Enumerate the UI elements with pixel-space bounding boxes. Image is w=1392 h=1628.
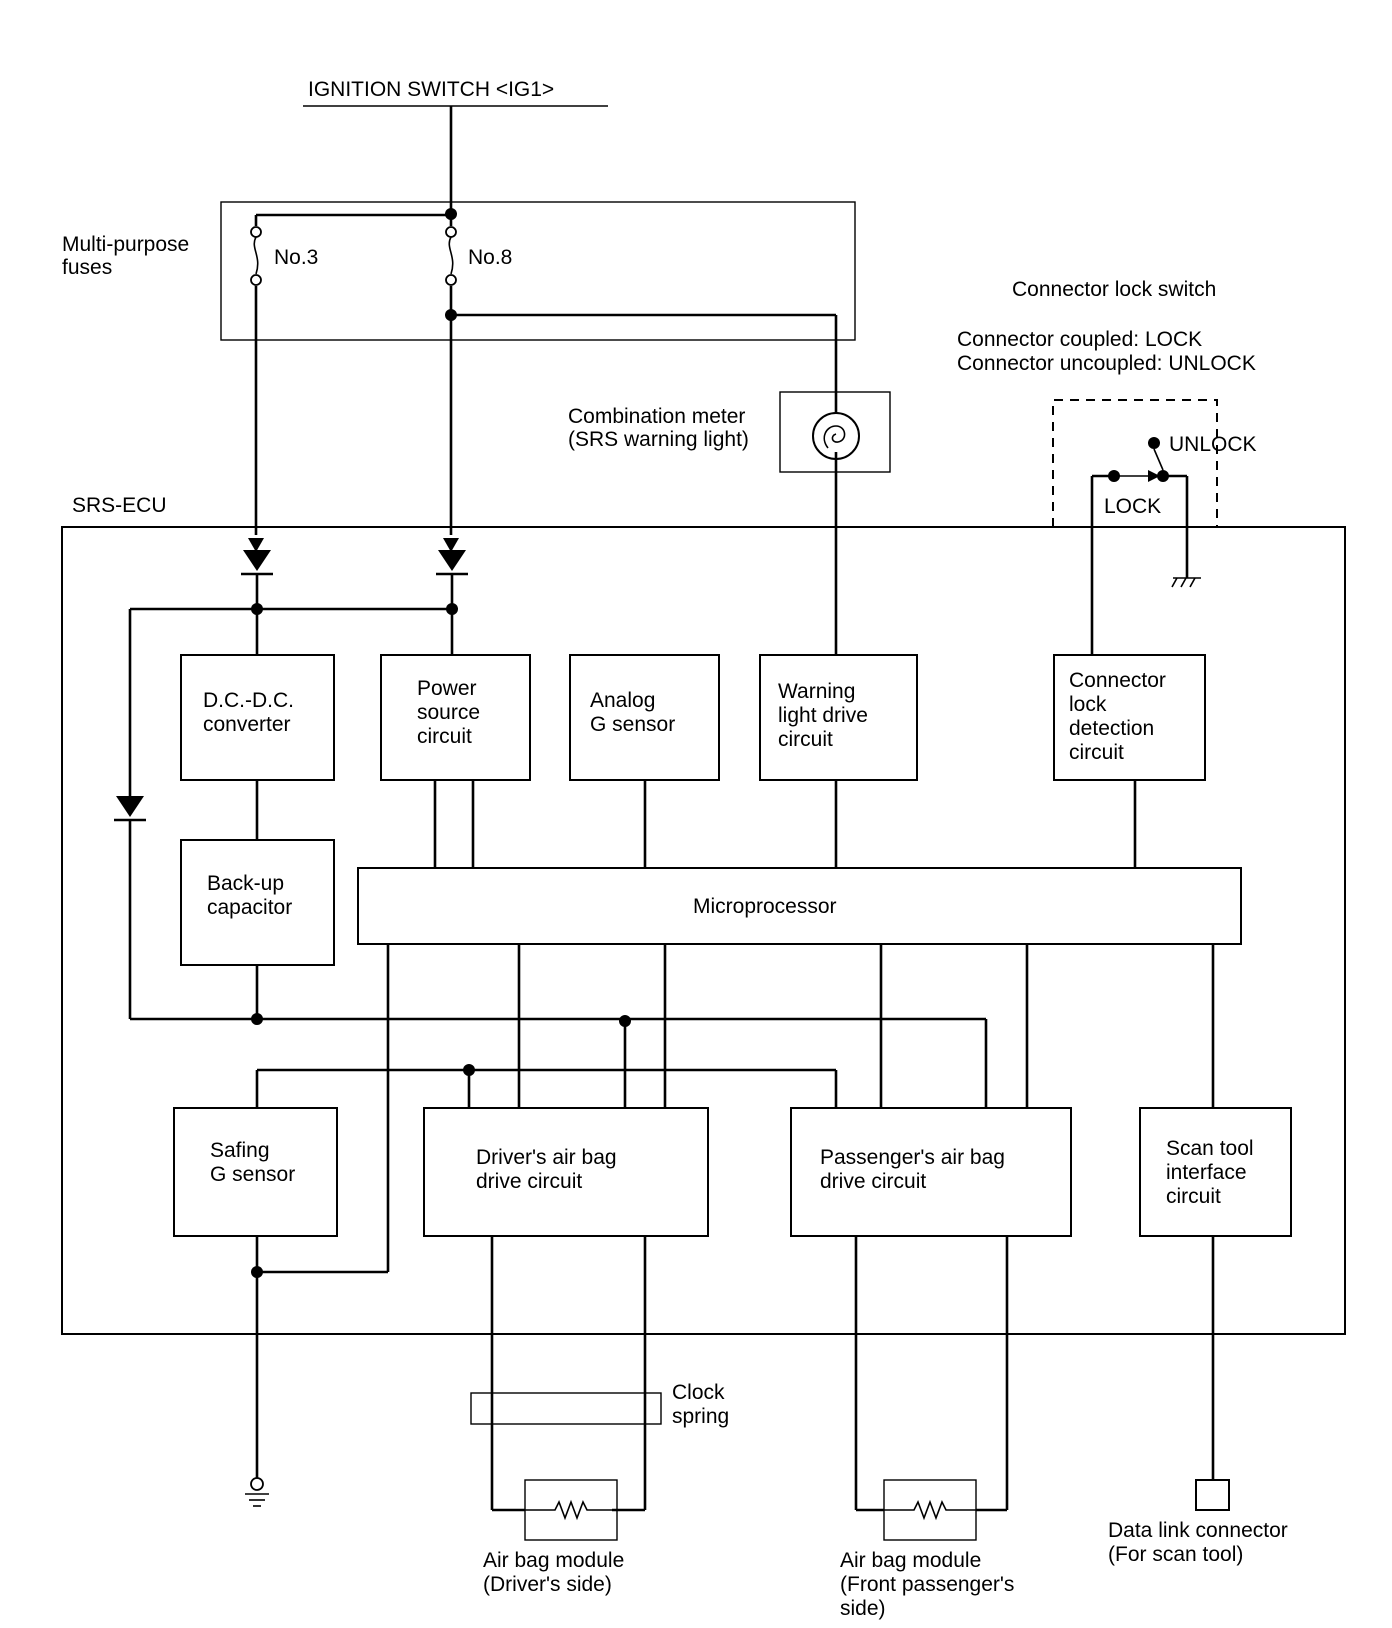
block-microprocessor [357,867,1242,945]
passenger-airbag-label-3: side) [840,1597,886,1620]
block-connector-lock-detection [1053,654,1206,781]
block-safing-text: Safing [210,1139,270,1162]
fuse-box-label-2: fuses [62,256,112,279]
arrow-down-icon [248,538,264,552]
clock-spring-label-1: Clock [672,1381,725,1404]
data-link-connector-label-2: (For scan tool) [1108,1543,1243,1566]
diode-icon [114,796,146,822]
resistor-icon [884,1499,976,1521]
connector-lock-switch-outline [1052,399,1218,527]
driver-airbag-label-1: Air bag module [483,1549,624,1572]
block-safing-text: G sensor [210,1163,295,1186]
block-power-source [380,654,531,781]
block-passenger-text: Passenger's air bag [820,1146,1005,1169]
block-power-text: source [417,701,480,724]
block-dcdc-text: D.C.-D.C. [203,689,294,712]
connector-uncoupled-note: Connector uncoupled: UNLOCK [957,352,1256,375]
lock-arrow-icon [1148,470,1160,482]
block-connector-text: circuit [1069,741,1124,764]
block-warning-text: light drive [778,704,868,727]
connector-lock-switch-title: Connector lock switch [1012,278,1216,301]
block-microprocessor-text: Microprocessor [693,895,837,918]
block-analog-text: Analog [590,689,655,712]
junction-dot [445,208,457,220]
block-dcdc-text: converter [203,713,291,736]
chassis-ground-icon [1171,577,1201,588]
unlock-contact-dot [1148,437,1160,449]
block-connector-text: detection [1069,717,1154,740]
srs-ecu-box [61,526,1346,1335]
junction-dot [446,603,458,615]
diode-icon [436,550,468,576]
data-link-connector-icon [1195,1479,1230,1511]
block-driver-text: Driver's air bag [476,1146,617,1169]
block-scan-text: Scan tool [1166,1137,1254,1160]
fuse-box-label-1: Multi-purpose [62,233,189,256]
block-analog-g-sensor [569,654,720,781]
connector-coupled-note: Connector coupled: LOCK [957,328,1202,351]
fuse-no8 [445,215,457,286]
ground-icon [245,1477,269,1507]
block-analog-text: G sensor [590,713,675,736]
block-dcdc-converter [180,654,335,781]
fuse-no3 [250,215,262,286]
block-scan-tool-interface [1139,1107,1292,1237]
block-safing-g-sensor [173,1107,338,1237]
block-scan-text: interface [1166,1161,1247,1184]
data-link-connector-label-1: Data link connector [1108,1519,1288,1542]
arrow-down-icon [443,538,459,552]
block-backup-capacitor [180,839,335,966]
junction-dot [251,603,263,615]
clock-spring-label-2: spring [672,1405,729,1428]
block-backup-text: Back-up [207,872,284,895]
block-power-text: circuit [417,725,472,748]
block-warning-text: Warning [778,680,855,703]
switch-contact [1153,448,1164,471]
combination-meter-label-2: (SRS warning light) [568,428,749,451]
passenger-airbag-label-2: (Front passenger's [840,1573,1014,1596]
block-driver-airbag-drive [423,1107,709,1237]
srs-ecu-label: SRS-ECU [72,494,167,517]
block-connector-text: lock [1069,693,1107,716]
unlock-label: UNLOCK [1169,433,1257,456]
combination-meter-label-1: Combination meter [568,405,745,428]
diode-icon [241,550,273,576]
fuse-box [220,201,856,341]
block-passenger-airbag-drive [790,1107,1072,1237]
block-backup-text: capacitor [207,896,292,919]
passenger-airbag-label-1: Air bag module [840,1549,981,1572]
block-scan-text: circuit [1166,1185,1221,1208]
clock-spring-icon [470,1392,662,1425]
block-driver-text: drive circuit [476,1170,582,1193]
driver-airbag-label-2: (Driver's side) [483,1573,612,1596]
block-warning-text: circuit [778,728,833,751]
block-connector-text: Connector [1069,669,1166,692]
resistor-icon [525,1499,617,1521]
junction-dot [251,1013,263,1025]
fuse-no8-label: No.8 [468,246,512,269]
block-warning-light-drive [759,654,918,781]
block-passenger-text: drive circuit [820,1170,926,1193]
lock-label: LOCK [1104,495,1161,518]
ignition-switch-label: IGNITION SWITCH <IG1> [308,78,554,101]
block-power-text: Power [417,677,477,700]
fuse-no3-label: No.3 [274,246,318,269]
